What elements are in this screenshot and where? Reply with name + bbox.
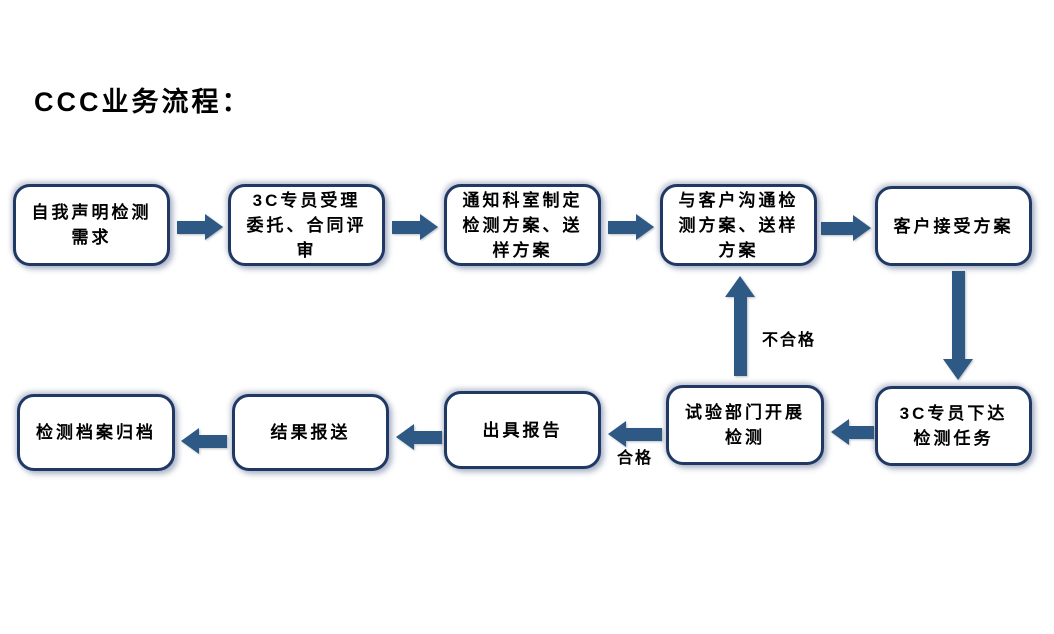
node-result-submission: 结果报送 xyxy=(232,394,389,471)
arrow-3-to-4-icon xyxy=(608,214,654,240)
node-label: 3C专员下达 检测任务 xyxy=(899,404,1008,448)
node-archive-filing: 检测档案归档 xyxy=(17,394,175,471)
node-self-declaration-need: 自我声明检测 需求 xyxy=(13,184,170,266)
node-label: 检测档案归档 xyxy=(36,423,156,442)
node-communicate-customer-plan: 与客户沟通检 测方案、送样 方案 xyxy=(660,184,817,266)
arrow-4-to-5-icon xyxy=(821,215,871,241)
node-label: 试验部门开展 检测 xyxy=(685,403,805,447)
node-label: 结果报送 xyxy=(270,423,351,442)
edge-label-pass: 合格 xyxy=(617,450,654,467)
node-label: 通知科室制定 检测方案、送 样方案 xyxy=(462,190,583,260)
arrow-8-to-9-icon xyxy=(396,424,442,450)
arrow-pass-7-to-8-icon xyxy=(608,421,662,447)
node-3c-accept-contract-review: 3C专员受理 委托、合同评 审 xyxy=(228,184,385,266)
page-title: CCC业务流程： xyxy=(34,87,252,117)
arrow-6-to-7-icon xyxy=(831,419,874,445)
node-label: 出具报告 xyxy=(482,420,563,440)
node-label: 与客户沟通检 测方案、送样 方案 xyxy=(678,190,799,260)
arrow-fail-7-to-4-icon xyxy=(725,276,755,376)
arrow-1-to-2-icon xyxy=(177,214,223,240)
node-issue-report: 出具报告 xyxy=(444,391,601,469)
node-customer-accept-plan: 客户接受方案 xyxy=(875,186,1032,266)
edge-label-fail: 不合格 xyxy=(762,332,817,349)
node-test-dept-testing: 试验部门开展 检测 xyxy=(666,385,824,465)
arrow-2-to-3-icon xyxy=(392,214,438,240)
node-3c-assign-test-task: 3C专员下达 检测任务 xyxy=(875,386,1032,466)
node-notify-dept-make-plan: 通知科室制定 检测方案、送 样方案 xyxy=(444,184,601,266)
node-label: 3C专员受理 委托、合同评 审 xyxy=(246,190,367,260)
arrow-9-to-10-icon xyxy=(181,428,227,454)
node-label: 客户接受方案 xyxy=(893,216,1014,236)
arrow-5-to-6-icon xyxy=(943,271,973,380)
node-label: 自我声明检测 需求 xyxy=(31,203,152,247)
